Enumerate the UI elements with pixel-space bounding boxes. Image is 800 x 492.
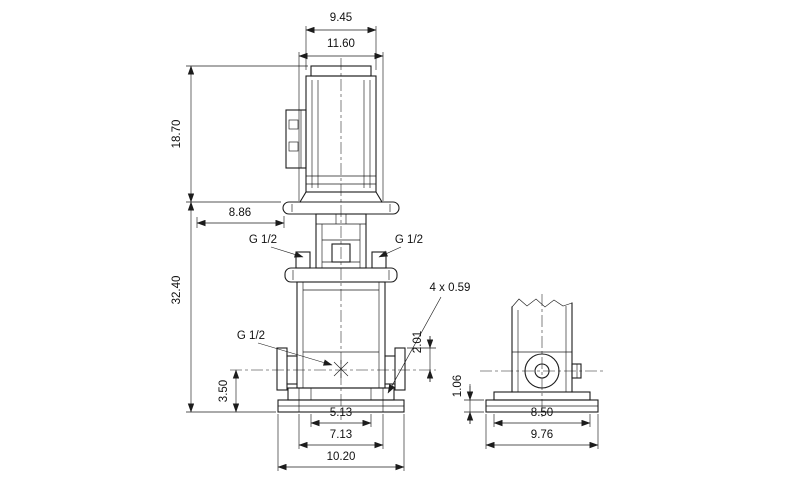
dim-side-base-plate-height-lines — [464, 384, 484, 424]
dim-base-width: 10.20 — [327, 451, 356, 463]
front-view: 9.45 11.60 18.70 32.40 8.86 — [171, 12, 470, 471]
dim-base-inner-width: 5.13 — [330, 407, 352, 419]
drain-port-leader — [257, 342, 333, 366]
dim-service-clearance-lines — [196, 216, 285, 228]
side-base — [485, 391, 599, 413]
dim-motor-top-width: 9.45 — [330, 12, 352, 24]
side-centerlines — [480, 294, 606, 420]
dim-side-base-bolt-spacing: 8.50 — [531, 407, 553, 419]
terminal-box — [285, 109, 307, 169]
dim-base-inner-width-lines — [310, 414, 372, 427]
base-holes-note: 4 x 0.59 — [430, 282, 471, 294]
dim-motor-height: 18.70 — [171, 120, 183, 149]
dim-base-bolt-spacing: 7.13 — [330, 429, 352, 441]
port-top-right-leader — [378, 246, 402, 258]
side-port-circle — [524, 353, 560, 389]
dim-motor-width-lines — [298, 52, 384, 201]
port-flanges — [276, 347, 406, 391]
dim-pump-height: 32.40 — [171, 276, 183, 305]
port-top-left-label: G 1/2 — [249, 234, 277, 246]
dim-motor-top-width-lines — [305, 26, 377, 70]
dim-service-clearance: 8.86 — [229, 207, 251, 219]
drain-port-label: G 1/2 — [237, 330, 265, 342]
dim-port-centerline-height: 3.50 — [218, 380, 230, 402]
dim-pump-height-lines — [186, 201, 276, 413]
drain-plug-symbol — [333, 360, 349, 378]
dim-side-base-width: 9.76 — [531, 429, 553, 441]
side-view: 1.06 8.50 9.76 — [452, 294, 606, 449]
side-cylinder — [511, 298, 573, 393]
front-centerlines — [230, 58, 436, 420]
dim-side-base-width-lines — [485, 414, 599, 449]
dim-base-width-lines — [277, 414, 405, 471]
dim-port-offset: 2.01 — [412, 331, 424, 353]
dim-side-base-plate-height: 1.06 — [452, 375, 464, 397]
dim-side-base-bolt-spacing-lines — [493, 414, 591, 427]
port-top-right-label: G 1/2 — [395, 234, 423, 246]
base-holes-leader — [387, 296, 442, 394]
port-top-left-leader — [270, 246, 304, 258]
dim-port-offset-lines — [407, 336, 436, 382]
dim-motor-height-lines — [186, 65, 308, 203]
dim-motor-width: 11.60 — [327, 38, 355, 50]
front-base — [277, 387, 405, 413]
side-plug — [571, 363, 582, 379]
dim-base-bolt-spacing-lines — [298, 414, 384, 449]
